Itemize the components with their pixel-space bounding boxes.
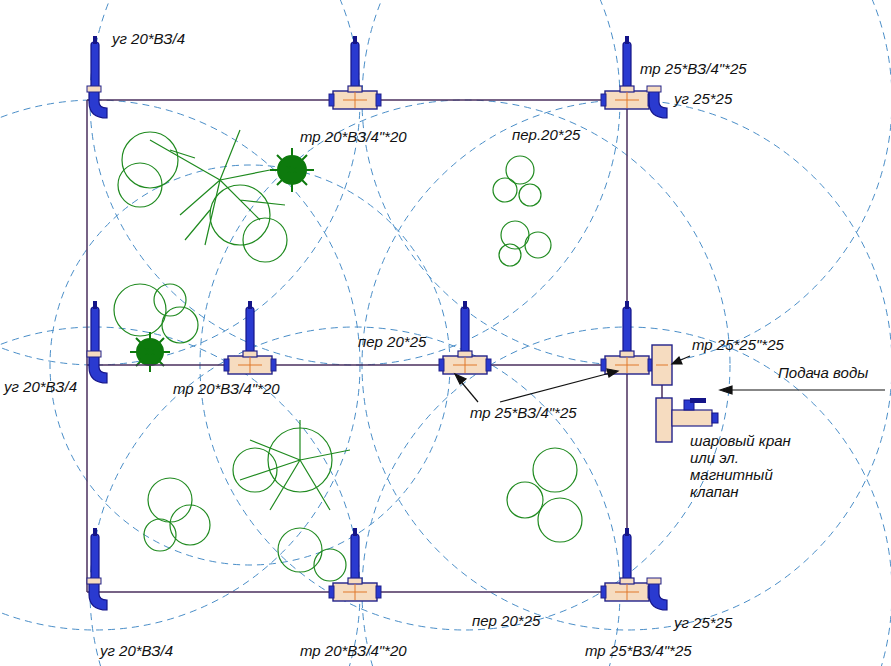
fitting-label: тр 25*ВЗ/4"*25 (640, 60, 747, 77)
fitting-label: пер 20*25 (358, 333, 426, 350)
fitting-label: тр 25*ВЗ/4"*25 (470, 404, 577, 421)
drawing-part (720, 386, 732, 394)
drawing-part (329, 86, 381, 109)
drawing-part (455, 374, 466, 384)
drawing-part (329, 578, 381, 601)
fitting-label: пер.20*25 (512, 126, 580, 143)
drawing-part (439, 351, 491, 374)
drawing-part (86, 100, 88, 592)
drawing-part (270, 148, 314, 192)
fitting-label: уг 25*25 (674, 614, 732, 631)
drawing-part (87, 351, 107, 383)
drawing-part (519, 184, 541, 206)
fitting-label: уг 20*ВЗ/4 (4, 378, 77, 395)
fitting-label: тр 20*ВЗ/4"*20 (173, 380, 280, 397)
drawing-part (87, 86, 107, 118)
drawing-part (210, 185, 270, 245)
drawing-part (144, 519, 176, 551)
drawing-part (525, 232, 551, 258)
drawing-part (87, 578, 107, 610)
drawing-part (493, 178, 517, 202)
drawing-part (351, 528, 359, 582)
drawing-part (623, 301, 631, 355)
fitting-label: уг 25*25 (674, 90, 732, 107)
drawing-part (314, 549, 346, 581)
valve-assembly (652, 345, 718, 442)
drawing-part (362, 100, 891, 630)
drawing-part (601, 578, 653, 601)
drawing-part (90, 0, 620, 365)
drawing-part (246, 301, 254, 355)
drawing-part (647, 578, 667, 610)
drawing-part (538, 498, 582, 542)
drawing-part (712, 413, 718, 423)
drawing-part (87, 364, 660, 366)
drawing-part (499, 244, 521, 266)
drawing-part (672, 357, 682, 364)
drawing-part (533, 448, 577, 492)
leader-lines (455, 356, 885, 402)
drawing-part (240, 420, 350, 510)
drawing-part (652, 345, 672, 385)
drawing-part (724, 389, 885, 390)
drawing-part (118, 163, 162, 207)
drawing-part (623, 36, 631, 90)
fitting-label: Подача воды (778, 364, 868, 381)
pipe (87, 100, 662, 592)
drawing-part (91, 528, 99, 582)
fitting-label: пер 20*25 (472, 612, 540, 629)
drawing-part (0, 327, 360, 666)
drawing-part (500, 372, 614, 402)
sprinklers (87, 36, 667, 610)
drawing-part (647, 86, 667, 118)
fitting-label: тр 20*ВЗ/4"*20 (300, 642, 407, 659)
drawing-part (507, 482, 543, 518)
drawing-part (243, 218, 287, 262)
fitting-label: тр 25*ВЗ/4"*25 (585, 642, 692, 659)
fitting-label: шаровый кран или эл. магнитный клапан (690, 432, 808, 500)
drawing-part (0, 0, 360, 365)
fitting-label: уг 20*ВЗ/4 (100, 642, 173, 659)
fitting-label: уг 20*ВЗ/4 (112, 30, 185, 47)
drawing-part (656, 398, 672, 442)
drawing-part (607, 369, 618, 377)
drawing-part (672, 410, 712, 426)
drawing-part (91, 36, 99, 90)
fitting-label: тр 20*ВЗ/4"*20 (300, 128, 407, 145)
drawing-part (690, 398, 706, 403)
drawing-part (150, 130, 285, 245)
drawing-part (154, 284, 186, 316)
drawing-part (656, 365, 668, 366)
drawing-part (148, 478, 192, 522)
drawing-part (224, 351, 276, 374)
drawing-part (90, 327, 620, 666)
drawing-part (461, 301, 469, 355)
drawing-part (91, 301, 99, 355)
fitting-label: тр 25*25"*25 (692, 336, 784, 353)
drawing-part (278, 528, 322, 572)
drawing-part (623, 528, 631, 582)
conifer (130, 148, 314, 372)
drawing-part (601, 86, 653, 109)
plants (114, 130, 582, 581)
drawing-part (130, 332, 170, 372)
drawing-part (351, 36, 359, 90)
